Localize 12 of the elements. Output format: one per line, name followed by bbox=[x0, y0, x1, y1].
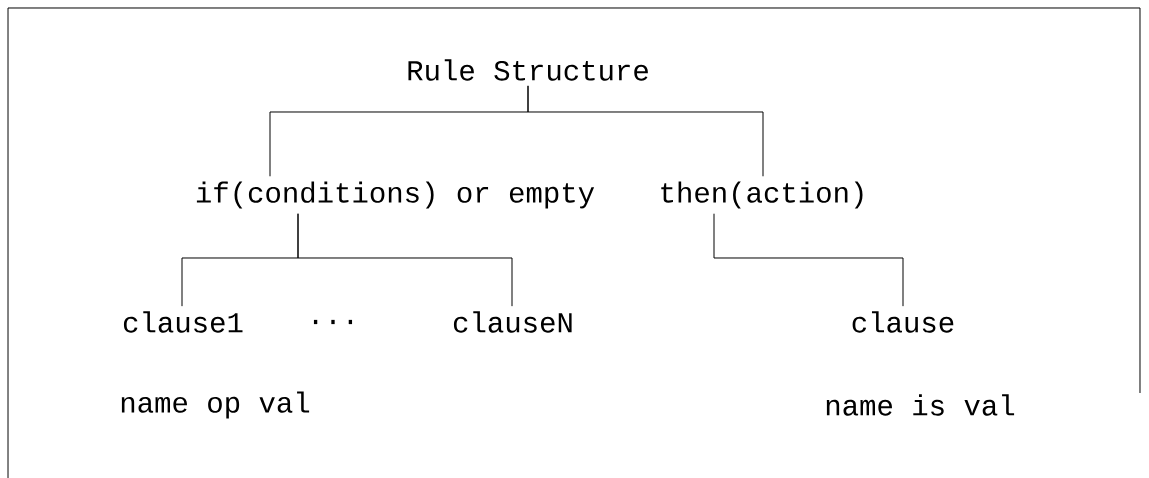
tree-node-text: clause1 bbox=[123, 311, 243, 333]
tree-label: ... bbox=[313, 319, 353, 325]
tree-node-text: then(action) bbox=[661, 181, 863, 209]
tree-node-text: if(conditions) or empty bbox=[196, 181, 595, 209]
tree-label: name op val bbox=[121, 391, 310, 419]
tree-connector bbox=[297, 213, 513, 307]
tree-connector bbox=[713, 213, 904, 307]
tree-node-text: Rule Structure bbox=[408, 59, 648, 81]
tree-connector bbox=[527, 85, 764, 177]
tree-label: name is val bbox=[826, 394, 1015, 416]
tree-node-text: clauseN bbox=[453, 311, 572, 333]
tree-node-text: clause bbox=[852, 311, 954, 333]
